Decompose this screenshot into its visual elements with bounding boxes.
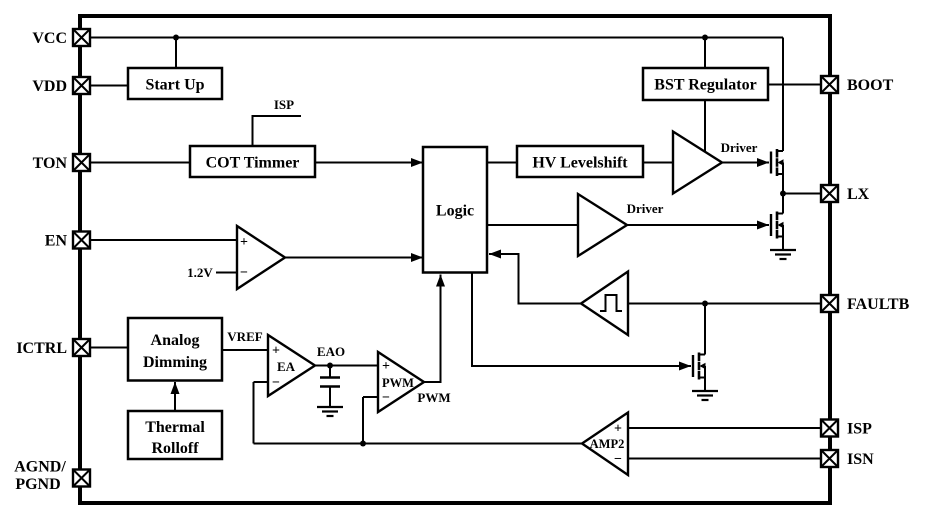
pin-agnd-pgnd bbox=[71, 468, 92, 488]
block-label-analog: Analog bbox=[151, 332, 200, 349]
block-label-start-up: Start Up bbox=[145, 77, 204, 94]
block-logic bbox=[421, 145, 489, 274]
block-hv-levelshift bbox=[515, 144, 645, 179]
high-side-driver-amp bbox=[671, 129, 725, 196]
pin-en bbox=[71, 230, 92, 250]
pin-lx bbox=[819, 183, 840, 204]
wire-pwm-to-logic bbox=[424, 274, 442, 383]
wire-isp-to-cot bbox=[251, 115, 301, 146]
pwm-minus-sign: − bbox=[382, 391, 390, 406]
pin-isn bbox=[819, 448, 840, 469]
pin-label-isn: ISN bbox=[847, 451, 874, 468]
amp-label-ea: EA bbox=[277, 359, 296, 374]
pin-label-vdd: VDD bbox=[32, 78, 67, 95]
arrow-hs-gate-icon bbox=[757, 158, 769, 167]
block-label-bst-regulator: BST Regulator bbox=[654, 77, 756, 94]
ground-icon bbox=[768, 248, 798, 261]
current-sense-amplifier bbox=[579, 410, 630, 478]
amp2-minus-sign: − bbox=[614, 452, 622, 467]
error-amplifier bbox=[266, 332, 318, 399]
pulse-waveform-icon bbox=[600, 294, 622, 312]
low-side-driver-amp bbox=[576, 191, 630, 259]
arrow-buffer-to-logic-icon bbox=[489, 249, 501, 259]
block-label-hv-levelshift: HV Levelshift bbox=[532, 155, 628, 172]
arrow-into-logic-mid-icon bbox=[411, 253, 423, 262]
block-start-up bbox=[126, 66, 224, 101]
fault-mosfet-icon bbox=[691, 351, 707, 381]
block-label-thermal: Thermal bbox=[145, 419, 205, 436]
amp-label-pwm: PWM bbox=[382, 376, 414, 390]
pin-label-ictrl: ICTRL bbox=[16, 340, 67, 357]
ground-icon bbox=[690, 389, 720, 402]
block-analog-dimming bbox=[126, 316, 224, 382]
arrowheads bbox=[170, 158, 769, 394]
signal-label-isp-sense: ISP bbox=[274, 97, 294, 112]
signal-label-pwm-out: PWM bbox=[417, 390, 450, 405]
arrow-ls-gate-icon bbox=[757, 220, 769, 230]
block-label-rolloff: Rolloff bbox=[151, 440, 199, 457]
ic-outline bbox=[78, 14, 832, 505]
signal-label-driver-low: Driver bbox=[627, 201, 664, 216]
high-side-mosfet-icon bbox=[769, 147, 785, 178]
en-comp-minus-sign: − bbox=[240, 266, 248, 281]
pwm-comparator bbox=[376, 349, 427, 415]
junction-dot bbox=[327, 362, 333, 369]
pin-faultb bbox=[819, 293, 840, 314]
block-label-dimming: Dimming bbox=[143, 354, 207, 371]
arrow-into-logic-top-icon bbox=[411, 158, 423, 167]
signal-label-driver-high: Driver bbox=[721, 140, 758, 155]
ground-icon bbox=[315, 405, 345, 418]
junction-dot bbox=[780, 190, 786, 197]
block-thermal-rolloff bbox=[126, 409, 224, 461]
pin-label-lx: LX bbox=[847, 186, 870, 203]
junction-dots bbox=[173, 34, 786, 447]
pin-boot bbox=[819, 74, 840, 95]
pin-ictrl bbox=[71, 337, 92, 358]
wires bbox=[90, 36, 821, 460]
signal-label-eao: EAO bbox=[317, 344, 345, 359]
amp2-plus-sign: + bbox=[614, 422, 622, 437]
amplifiers bbox=[235, 129, 725, 478]
pin-vcc bbox=[71, 27, 92, 48]
pin-label-isp: ISP bbox=[847, 421, 872, 438]
ea-plus-sign: + bbox=[272, 344, 280, 359]
pin-label-ton: TON bbox=[33, 155, 68, 172]
signal-label-vref: VREF bbox=[227, 329, 262, 344]
arrow-pwm-to-logic-icon bbox=[436, 274, 445, 287]
low-side-mosfet-icon bbox=[769, 210, 785, 240]
pin-label-vcc: VCC bbox=[32, 30, 67, 47]
pin-label-boot: BOOT bbox=[847, 77, 894, 94]
amp-label-amp2: AMP2 bbox=[590, 437, 625, 451]
blocks bbox=[126, 66, 770, 461]
pin-vdd bbox=[71, 75, 92, 96]
pin-label-agnd: AGND/ bbox=[14, 459, 66, 476]
pin-ton bbox=[71, 152, 92, 173]
pin-label-en: EN bbox=[45, 233, 68, 250]
junction-dot bbox=[173, 34, 179, 41]
pin-isp bbox=[819, 418, 840, 438]
block-cot-timer bbox=[188, 144, 317, 179]
wire-logic-to-fault-gate bbox=[471, 272, 691, 367]
capacitor-icon bbox=[320, 376, 340, 388]
arrow-thermal-to-dimming-icon bbox=[170, 382, 180, 394]
block-label-cot-timer: COT Timmer bbox=[206, 155, 300, 172]
arrow-fault-gate-icon bbox=[679, 361, 691, 371]
junction-dot bbox=[360, 440, 366, 447]
en-comp-plus-sign: + bbox=[240, 235, 248, 250]
junction-dot bbox=[702, 34, 708, 41]
block-bst-regulator bbox=[641, 66, 770, 102]
pin-label-faultb: FAULTB bbox=[847, 296, 910, 313]
en-comparator bbox=[235, 223, 288, 292]
ea-minus-sign: − bbox=[272, 376, 280, 391]
signal-label-1v2-ref: 1.2V bbox=[187, 265, 213, 280]
wire-buffer-to-logic bbox=[489, 253, 581, 305]
junction-dot bbox=[702, 300, 708, 307]
pwm-plus-sign: + bbox=[382, 359, 390, 374]
block-label-logic: Logic bbox=[436, 203, 474, 220]
pin-label-pgnd: PGND bbox=[15, 476, 60, 493]
